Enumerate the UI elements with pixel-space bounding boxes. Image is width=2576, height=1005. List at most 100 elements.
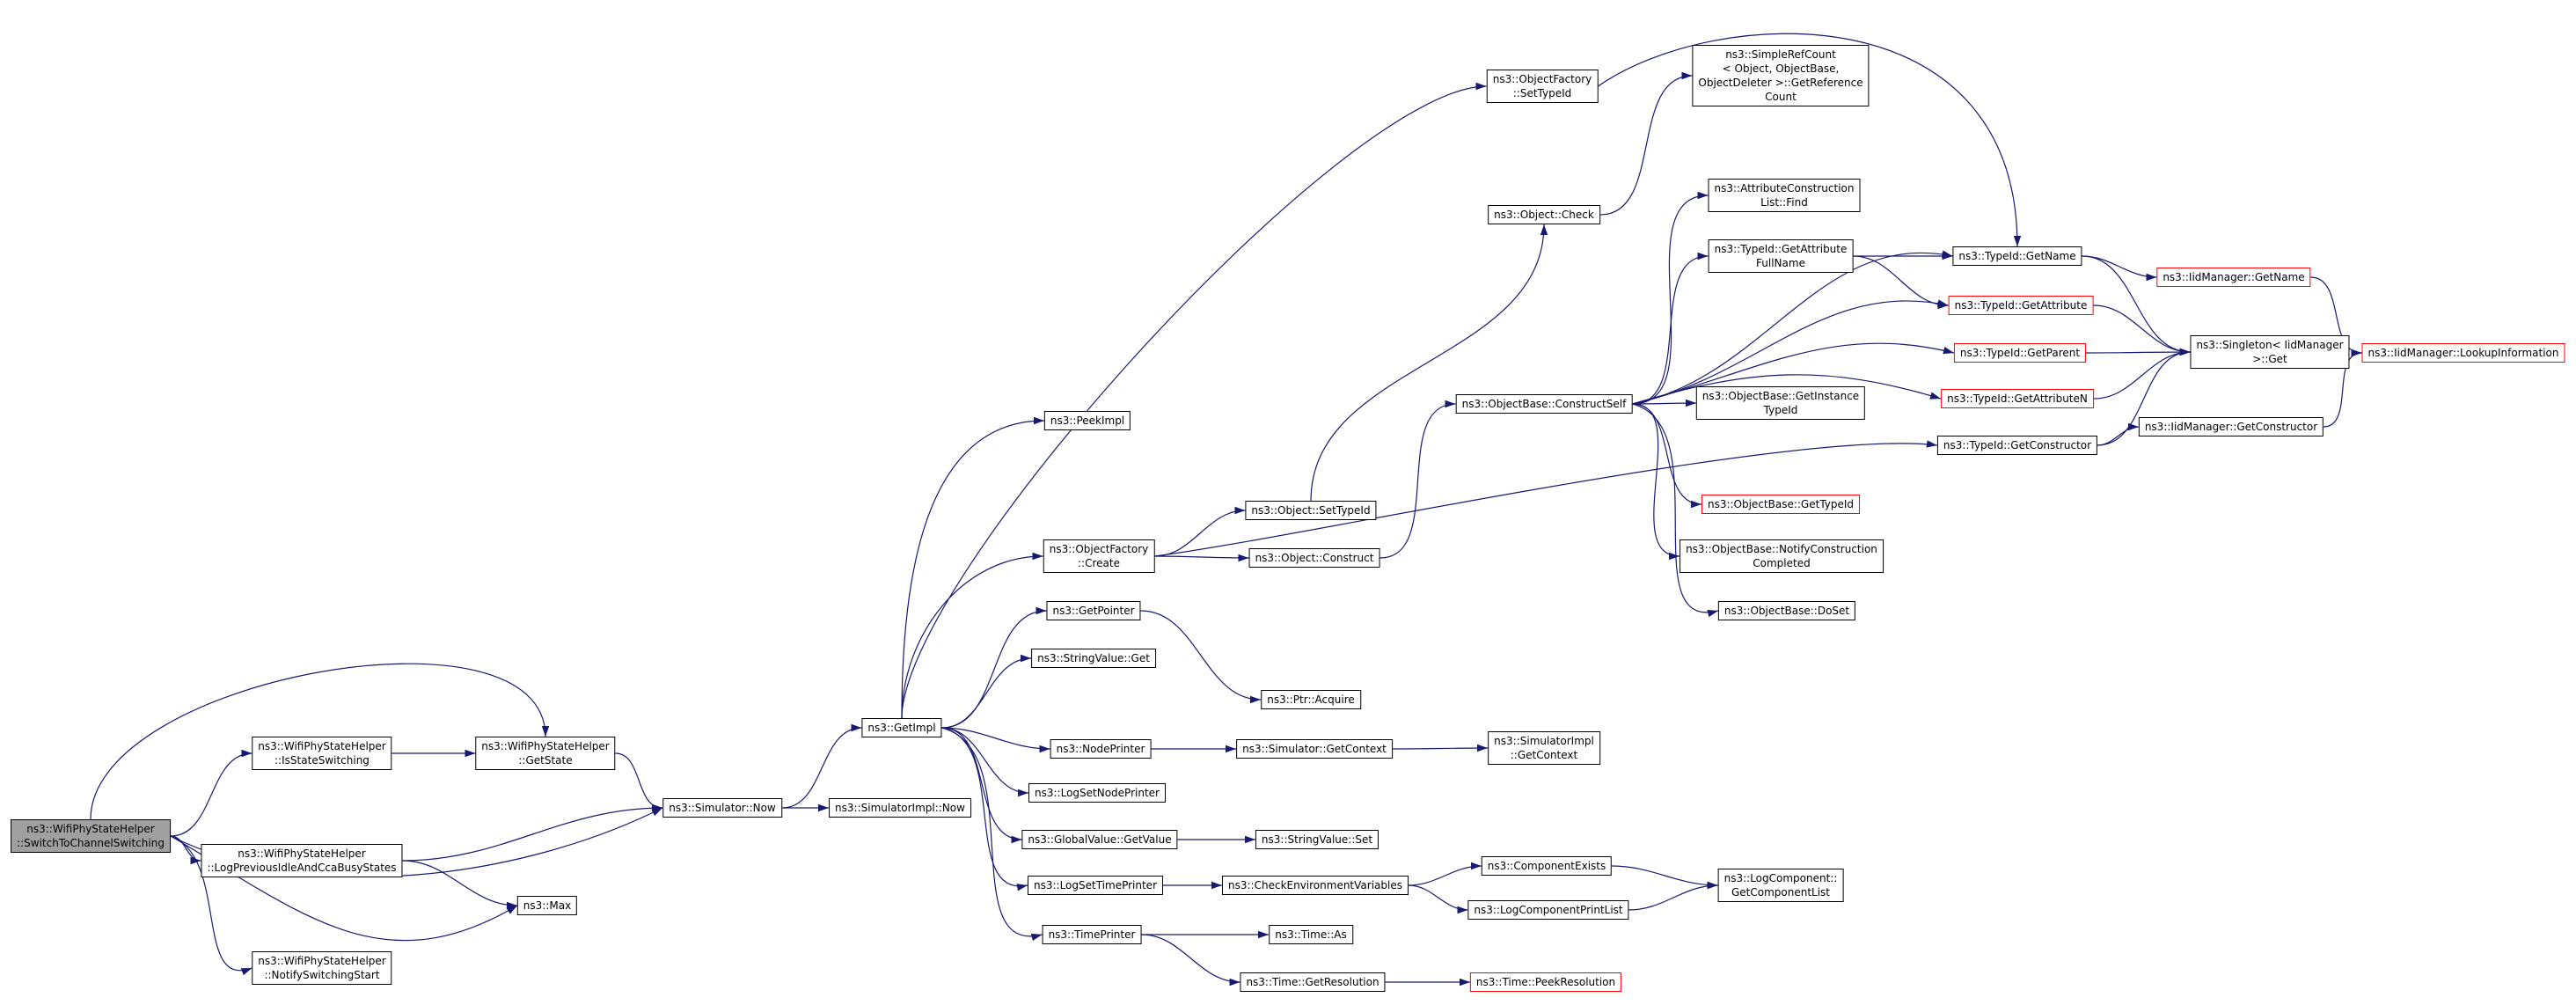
graph-node-log-component-get-component-list[interactable]: ns3::LogComponent:: GetComponentList bbox=[1717, 869, 1844, 902]
graph-node-ptr-acquire[interactable]: ns3::Ptr::Acquire bbox=[1261, 690, 1361, 709]
graph-node-iid-manager-lookup-information[interactable]: ns3::IidManager::LookupInformation bbox=[2361, 343, 2565, 363]
graph-node-object-base-notify-construction-completed[interactable]: ns3::ObjectBase::NotifyConstruction Comp… bbox=[1680, 539, 1884, 573]
graph-node-component-exists[interactable]: ns3::ComponentExists bbox=[1481, 856, 1613, 876]
edge-get-state--simulator-now bbox=[615, 752, 663, 809]
edge-simulator-get-context--simulator-impl-get-context bbox=[1392, 747, 1489, 750]
edge-type-id-get-parent--singleton-iid-manager-get bbox=[2085, 351, 2191, 354]
graph-node-get-state[interactable]: ns3::WifiPhyStateHelper ::GetState bbox=[475, 737, 616, 770]
arrowhead-log-previous-idle-and-cca-busy-states--max bbox=[507, 901, 517, 910]
graph-node-type-id-get-attribute-full-name[interactable]: ns3::TypeId::GetAttribute FullName bbox=[1708, 239, 1854, 273]
graph-node-log-set-time-printer[interactable]: ns3::LogSetTimePrinter bbox=[1027, 876, 1164, 895]
arrowhead-object-base-construct-self--type-id-get-attribute-n bbox=[1929, 392, 1941, 400]
graph-node-type-id-get-parent[interactable]: ns3::TypeId::GetParent bbox=[1953, 343, 2087, 363]
arrowhead-get-impl--object-factory-create bbox=[1032, 552, 1043, 561]
graph-node-peek-impl[interactable]: ns3::PeekImpl bbox=[1043, 411, 1131, 430]
graph-node-object-base-get-instance-type-id[interactable]: ns3::ObjectBase::GetInstance TypeId bbox=[1695, 386, 1866, 420]
graph-node-object-factory-create[interactable]: ns3::ObjectFactory ::Create bbox=[1043, 539, 1155, 573]
graph-node-attribute-construction-list-find[interactable]: ns3::AttributeConstruction List::Find bbox=[1708, 179, 1861, 212]
arrowhead-object-base-construct-self--type-id-get-attribute-full-name bbox=[1697, 252, 1709, 260]
edge-object-base-construct-self--object-base-get-type-id bbox=[1632, 403, 1702, 505]
graph-node-is-state-switching[interactable]: ns3::WifiPhyStateHelper ::IsStateSwitchi… bbox=[252, 737, 392, 770]
arrowhead-get-impl--node-printer bbox=[1039, 745, 1050, 753]
graph-node-singleton-iid-manager-get[interactable]: ns3::Singleton< IidManager >::Get bbox=[2190, 335, 2350, 369]
arrowhead-object-factory-create--object-construct bbox=[1238, 554, 1249, 562]
graph-node-object-construct[interactable]: ns3::Object::Construct bbox=[1248, 548, 1380, 568]
arrowhead-switch-to-channel-switching--is-state-switching bbox=[241, 749, 252, 758]
graph-node-time-as[interactable]: ns3::Time::As bbox=[1269, 925, 1353, 944]
graph-node-object-set-type-id[interactable]: ns3::Object::SetTypeId bbox=[1245, 501, 1377, 520]
graph-node-time-get-resolution[interactable]: ns3::Time::GetResolution bbox=[1240, 972, 1386, 992]
arrowhead-get-impl--global-value-get-value bbox=[1011, 835, 1022, 844]
arrowhead-switch-to-channel-switching--get-state bbox=[541, 726, 550, 737]
edge-type-id-get-constructor--singleton-iid-manager-get bbox=[2097, 351, 2191, 446]
graph-node-log-component-print-list[interactable]: ns3::LogComponentPrintList bbox=[1467, 900, 1629, 920]
arrowhead-check-environment-variables--component-exists bbox=[1471, 862, 1482, 870]
edge-type-id-get-attribute--singleton-iid-manager-get bbox=[2093, 304, 2191, 353]
edge-log-previous-idle-and-cca-busy-states--max bbox=[402, 860, 518, 906]
arrowhead-type-id-get-constructor--singleton-iid-manager-get bbox=[2179, 348, 2191, 356]
arrowhead-iid-manager-get-constructor--iid-manager-lookup-information bbox=[2351, 348, 2362, 357]
arrowhead-simulator-now--get-impl bbox=[851, 723, 862, 732]
edge-object-factory-create--object-construct bbox=[1154, 555, 1249, 559]
arrowhead-type-id-get-attribute-full-name--type-id-get-name bbox=[1942, 252, 1953, 260]
graph-node-global-value-get-value[interactable]: ns3::GlobalValue::GetValue bbox=[1021, 830, 1178, 849]
arrowhead-get-pointer--ptr-acquire bbox=[1250, 695, 1261, 704]
graph-node-type-id-get-name[interactable]: ns3::TypeId::GetName bbox=[1952, 246, 2082, 266]
arrowhead-object-base-construct-self--object-base-do-set bbox=[1707, 609, 1718, 618]
graph-node-type-id-get-constructor[interactable]: ns3::TypeId::GetConstructor bbox=[1936, 436, 2098, 455]
arrowhead-type-id-get-name--iid-manager-get-name bbox=[2146, 273, 2157, 282]
graph-node-notify-switching-start[interactable]: ns3::WifiPhyStateHelper ::NotifySwitchin… bbox=[252, 951, 392, 985]
arrowhead-node-printer--simulator-get-context bbox=[1226, 745, 1236, 753]
arrowhead-type-id-get-attribute-full-name--type-id-get-attribute bbox=[1937, 301, 1949, 310]
graph-node-type-id-get-attribute[interactable]: ns3::TypeId::GetAttribute bbox=[1948, 296, 2094, 315]
graph-node-log-previous-idle-and-cca-busy-states[interactable]: ns3::WifiPhyStateHelper ::LogPreviousIdl… bbox=[201, 844, 403, 877]
graph-node-time-printer[interactable]: ns3::TimePrinter bbox=[1042, 925, 1142, 944]
graph-node-simulator-now[interactable]: ns3::Simulator::Now bbox=[662, 798, 782, 818]
graph-node-simple-ref-count-get-reference-count[interactable]: ns3::SimpleRefCount < Object, ObjectBase… bbox=[1692, 45, 1870, 106]
edge-type-id-get-name--singleton-iid-manager-get bbox=[2082, 255, 2191, 353]
arrowhead-log-component-print-list--log-component-get-component-list bbox=[1707, 881, 1718, 890]
graph-node-log-set-node-printer[interactable]: ns3::LogSetNodePrinter bbox=[1028, 783, 1166, 803]
graph-node-object-base-construct-self[interactable]: ns3::ObjectBase::ConstructSelf bbox=[1455, 394, 1633, 414]
arrowhead-get-impl--log-set-time-printer bbox=[1016, 884, 1028, 891]
edge-type-id-get-name--iid-manager-get-name bbox=[2082, 255, 2157, 278]
arrowhead-log-previous-idle-and-cca-busy-states--simulator-now bbox=[652, 803, 662, 812]
graph-node-max[interactable]: ns3::Max bbox=[516, 896, 578, 915]
arrowhead-type-id-get-constructor--iid-manager-get-constructor bbox=[2128, 422, 2139, 431]
arrowhead-check-environment-variables--log-component-print-list bbox=[1457, 906, 1468, 914]
graph-node-object-base-do-set[interactable]: ns3::ObjectBase::DoSet bbox=[1717, 601, 1856, 620]
edge-get-impl--time-printer bbox=[941, 727, 1043, 937]
graph-node-object-check[interactable]: ns3::Object::Check bbox=[1488, 205, 1600, 224]
graph-node-node-printer[interactable]: ns3::NodePrinter bbox=[1050, 739, 1152, 759]
graph-node-simulator-impl-get-context[interactable]: ns3::SimulatorImpl ::GetContext bbox=[1488, 731, 1600, 765]
edge-object-base-construct-self--type-id-get-name bbox=[1632, 252, 1953, 405]
graph-node-type-id-get-attribute-n[interactable]: ns3::TypeId::GetAttributeN bbox=[1941, 389, 2094, 408]
edge-switch-to-channel-switching--log-previous-idle-and-cca-busy-states bbox=[170, 835, 201, 862]
graph-node-iid-manager-get-constructor[interactable]: ns3::IidManager::GetConstructor bbox=[2138, 417, 2324, 436]
graph-node-object-factory-set-type-id[interactable]: ns3::ObjectFactory ::SetTypeId bbox=[1486, 70, 1599, 103]
graph-node-iid-manager-get-name[interactable]: ns3::IidManager::GetName bbox=[2156, 268, 2311, 287]
edge-check-environment-variables--log-component-print-list bbox=[1408, 884, 1468, 911]
edge-object-set-type-id--object-check bbox=[1310, 224, 1545, 502]
graph-node-get-impl[interactable]: ns3::GetImpl bbox=[861, 718, 942, 737]
graph-node-time-peek-resolution[interactable]: ns3::Time::PeekResolution bbox=[1469, 972, 1622, 992]
graph-node-string-value-get[interactable]: ns3::StringValue::Get bbox=[1031, 649, 1156, 668]
edge-simulator-now--get-impl bbox=[781, 727, 862, 809]
arrowhead-time-printer--time-get-resolution bbox=[1229, 978, 1240, 987]
graph-node-switch-to-channel-switching: ns3::WifiPhyStateHelper ::SwitchToChanne… bbox=[11, 819, 171, 853]
edge-component-exists--log-component-get-component-list bbox=[1611, 865, 1718, 886]
arrowhead-object-base-construct-self--attribute-construction-list-find bbox=[1697, 191, 1709, 200]
graph-node-simulator-impl-now[interactable]: ns3::SimulatorImpl::Now bbox=[829, 798, 971, 818]
graph-node-string-value-set[interactable]: ns3::StringValue::Set bbox=[1255, 830, 1379, 849]
arrowhead-get-impl--get-pointer bbox=[1036, 606, 1047, 615]
arrowhead-global-value-get-value--string-value-set bbox=[1245, 835, 1255, 844]
graph-node-simulator-get-context[interactable]: ns3::Simulator::GetContext bbox=[1236, 739, 1393, 759]
edge-get-impl--object-factory-create bbox=[901, 555, 1043, 719]
edge-object-factory-set-type-id--type-id-get-name bbox=[1598, 33, 2018, 247]
arrowhead-get-impl--object-factory-set-type-id bbox=[1475, 82, 1487, 91]
graph-node-check-environment-variables[interactable]: ns3::CheckEnvironmentVariables bbox=[1222, 876, 1409, 895]
edge-object-base-construct-self--object-base-do-set bbox=[1632, 403, 1719, 613]
graph-node-object-base-get-type-id[interactable]: ns3::ObjectBase::GetTypeId bbox=[1701, 495, 1861, 514]
arrowhead-object-set-type-id--object-check bbox=[1540, 224, 1548, 235]
graph-node-get-pointer[interactable]: ns3::GetPointer bbox=[1046, 601, 1141, 620]
